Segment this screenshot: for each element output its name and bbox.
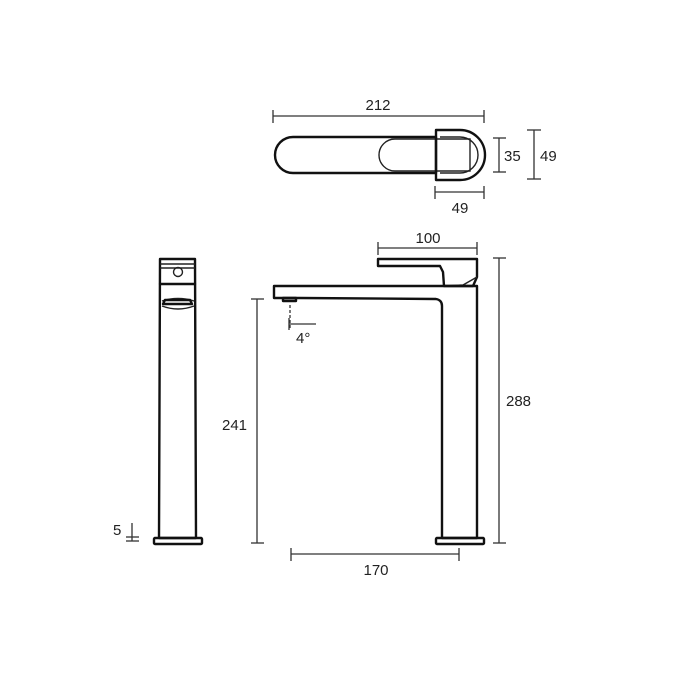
dimension-label-lever-length: 100	[415, 230, 440, 247]
dimension-49-horizontal: 49	[434, 186, 485, 217]
top-body-outline	[434, 128, 487, 182]
dimension-label-handle-width: 35	[504, 148, 521, 165]
dimension-212: 212	[272, 97, 485, 123]
dimension-label-body-width: 49	[540, 148, 557, 165]
front-base-plate	[434, 536, 486, 546]
dimension-label-overall-length: 212	[365, 97, 390, 114]
side-base-plate	[152, 536, 204, 546]
dimension-241: 241	[222, 298, 264, 544]
dimension-label-spout-height: 241	[222, 417, 247, 434]
top-body-inner-outline	[440, 136, 479, 174]
dimension-35: 35	[493, 137, 521, 173]
dimension-label-spout-angle: 4°	[296, 330, 310, 347]
front-view: 100 4° 241 288	[222, 230, 531, 579]
side-view: 5	[113, 257, 204, 546]
dimension-5: 5	[113, 522, 139, 542]
dimension-label-overall-height: 288	[506, 393, 531, 410]
dimension-spout-angle: 4°	[288, 305, 316, 347]
side-indicator-dot-icon	[172, 266, 184, 278]
dimension-288: 288	[493, 257, 531, 544]
top-lever-inner-outline	[378, 138, 471, 172]
dimension-label-body-depth: 49	[452, 200, 469, 217]
dimension-label-base-thickness: 5	[113, 522, 121, 539]
dimension-49-vertical: 49	[527, 129, 557, 180]
spout-aerator	[281, 296, 298, 303]
dimension-170: 170	[290, 548, 460, 579]
dimension-label-spout-reach: 170	[363, 562, 388, 579]
top-view: 212 35 49 49	[272, 97, 557, 217]
dimension-100: 100	[377, 230, 478, 255]
top-handle-outline	[273, 135, 438, 175]
front-lever-outline	[376, 257, 479, 288]
